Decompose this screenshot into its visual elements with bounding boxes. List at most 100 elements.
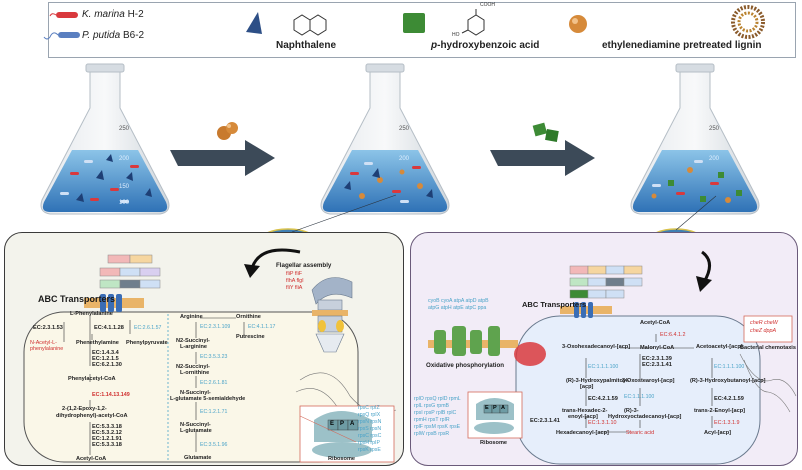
hexadecanoyl: Hexadecanoyl-[acp] bbox=[556, 430, 609, 436]
hexadec-1: trans-Hexadec-2- bbox=[562, 408, 608, 414]
flask2-250: 250 bbox=[399, 126, 410, 132]
right-ribosome-icon bbox=[467, 391, 523, 439]
n2-arg-1: N2-Succinyl- bbox=[176, 338, 210, 344]
left-ribo-gene-2: rpsN rpsN bbox=[358, 419, 382, 425]
legend-k-marina: K. marina H-2 bbox=[82, 9, 144, 20]
flag-gene-3: fliY fliA bbox=[286, 285, 303, 291]
ec-5-3-3-18b: EC:5.3.3.18 bbox=[92, 442, 122, 448]
right-site-a: A bbox=[501, 405, 505, 411]
phenethylamine: Phenethylamine bbox=[76, 340, 119, 346]
left-site-p: P bbox=[340, 421, 345, 427]
right-abc-title: ABC Transporters bbox=[522, 300, 587, 309]
left-ribosome-icon bbox=[299, 405, 395, 463]
ec-2-3-1-39: EC:2.3.1.39 bbox=[642, 356, 672, 362]
chemotaxis-label: Bacterial chemotaxis bbox=[740, 345, 796, 351]
trans-2-enoyl: trans-2-Enoyl-[acp] bbox=[694, 408, 745, 414]
ec-2-3-1-41a: EC:2.3.1.41 bbox=[642, 362, 672, 368]
left-gene-cluster bbox=[99, 254, 161, 289]
ec-2-3-1-53: EC:2.3.1.53 bbox=[33, 325, 63, 331]
ec-2-3-1-109: EC:2.3.1.109 bbox=[200, 324, 231, 330]
right-ribo-gene-3: rpmH rpsT rpIR bbox=[414, 417, 450, 423]
left-ribo-gene-1: rpsQ rpIX bbox=[358, 412, 381, 418]
flask2-200: 200 bbox=[399, 156, 410, 162]
nsg-1: N-Succinyl- bbox=[180, 422, 211, 428]
n2-orn-1: N2-Succinyl- bbox=[176, 364, 210, 370]
ec-1-3-1-10: EC:1.3.1.10 bbox=[588, 420, 617, 426]
n2-arg-2: L-arginine bbox=[180, 344, 208, 350]
left-site-e: E bbox=[330, 421, 335, 427]
flask3-250: 250 bbox=[709, 126, 720, 132]
left-ribo-gene-5: rpsH rpIP bbox=[358, 440, 380, 446]
arginine: Arginine bbox=[180, 314, 203, 320]
right-ribo-gene-2: rpsI rpsP rplB rplC bbox=[414, 410, 457, 416]
acetyl-coa-right: Acetyl-CoA bbox=[640, 320, 671, 326]
left-ribo-gene-4: rpsC rpsC bbox=[358, 433, 382, 439]
ec-2-6-1-81: EC:2.6.1.81 bbox=[200, 380, 228, 386]
r-hydroxypalm-2: [acp] bbox=[580, 384, 594, 390]
oxphos-label: Oxidative phosphorylation bbox=[426, 362, 505, 369]
oxphos-gene-1: cyoB cyoA atpA atpD atpB bbox=[428, 298, 489, 304]
flask3-200: 200 bbox=[709, 156, 720, 162]
arrow-1 bbox=[170, 140, 275, 176]
legend-lignin: ethylenediamine pretreated lignin bbox=[602, 40, 762, 51]
ec-1-1-1-100-c: EC:1.1.1.100 bbox=[624, 394, 655, 400]
left-ribo-gene-3: rpsS rpsN bbox=[358, 426, 382, 432]
legend-naphthalene: Naphthalene bbox=[276, 40, 337, 51]
flagellar-assembly-label: Flagellar assembly bbox=[276, 262, 332, 269]
oxostearoyl: 3-Oxostearoyl-[acp] bbox=[622, 378, 675, 384]
cooh-label: COOH bbox=[480, 2, 495, 8]
right-ribo-gene-0: rplO rpsQ rplD rpmL bbox=[414, 396, 461, 402]
left-ribo-gene-6: rpsK rpsE bbox=[358, 447, 381, 453]
right-site-e: E bbox=[485, 405, 489, 411]
legend-p-putida: P. putida B6-2 bbox=[82, 30, 145, 41]
left-site-a: A bbox=[350, 421, 355, 427]
acyl-acp: Acyl-[acp] bbox=[704, 430, 732, 436]
phba-legend-icon bbox=[403, 13, 425, 33]
l-phenylalanine: L-Phenylalanine bbox=[70, 311, 113, 317]
ec-4-2-1-59-b: EC:4.2.1.59 bbox=[714, 396, 744, 402]
naphthalene-legend-icon bbox=[246, 12, 262, 34]
ec-5-3-2-12: EC:5.3.2.12 bbox=[92, 430, 122, 436]
oxphos-gene-2: atpG atpH atpE atpC ppa bbox=[428, 305, 487, 311]
acetyl-coa-left: Acetyl-CoA bbox=[76, 456, 107, 462]
legend-phba: p-hydroxybenzoic acid bbox=[431, 40, 540, 51]
arrow-2 bbox=[490, 140, 595, 176]
flagellar-motor-icon bbox=[295, 277, 397, 431]
flag-gene-1: fliP fliF bbox=[286, 271, 303, 277]
acetoacetyl: Acetoacetyl-[acp] bbox=[696, 344, 743, 350]
left-ribosome-label: Ribosome bbox=[328, 456, 356, 462]
ec-3-5-1-96: EC:3.5.1.96 bbox=[200, 442, 228, 448]
phenylpyruvate: Phenylpyruvate bbox=[126, 340, 168, 346]
ec-1-1-1-100-a: EC:1.1.1.100 bbox=[588, 364, 619, 370]
right-ribosome-label: Ribosome bbox=[480, 440, 508, 446]
liposome-icon bbox=[731, 5, 765, 39]
ec-4-1-1-17: EC:4.1.1.17 bbox=[248, 324, 276, 330]
r-hydroxyoct-2: Hydroxyoctadecanoyl-[acp] bbox=[608, 414, 682, 420]
right-ribo-gene-1: rplL rpsG rpmB bbox=[414, 403, 449, 409]
n-acetyl-phe-1: N-Acetyl-L- bbox=[30, 340, 57, 346]
ec-1-2-1-71: EC:1.2.1.71 bbox=[200, 409, 228, 415]
ec-4-2-1-59-a: EC:4.2.1.59 bbox=[588, 396, 618, 402]
flag-gene-2: flhA flgI bbox=[286, 278, 304, 284]
ec-4-1-1-28: EC:4.1.1.28 bbox=[94, 325, 124, 331]
semi-1: N-Succinyl- bbox=[180, 390, 211, 396]
r-hydroxypalm-1: (R)-3-Hydroxypalmitoyl- bbox=[566, 378, 630, 384]
ornithine: Ornithine bbox=[236, 314, 261, 320]
n2-orn-2: L-ornithine bbox=[180, 370, 210, 376]
naphthalene-structure-icon bbox=[293, 14, 327, 36]
flask-1 bbox=[40, 63, 170, 215]
flask1-100: 100 bbox=[119, 200, 130, 206]
ec-5-3-3-18a: EC:5.3.3.18 bbox=[92, 424, 122, 430]
epoxy-1: 2-(1,2-Epoxy-1,2- bbox=[62, 406, 107, 412]
oxohexadecanoyl: 3-Oxohexadecanoyl-[acp] bbox=[562, 344, 631, 350]
glutamate: Glutamate bbox=[184, 455, 212, 461]
n-acetyl-phe-2: phenylalanine bbox=[30, 346, 64, 352]
flask1-250: 250 bbox=[119, 126, 130, 132]
p-putida-icon bbox=[43, 32, 80, 40]
ec-3-5-3-23: EC:3.5.3.23 bbox=[200, 354, 228, 360]
malonyl-coa: Malonyl-CoA bbox=[640, 345, 675, 351]
